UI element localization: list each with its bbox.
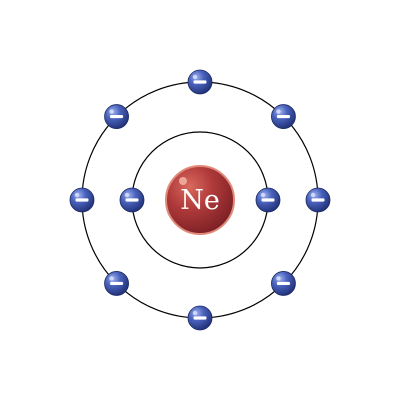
minus-sign-icon bbox=[193, 80, 207, 84]
electron bbox=[187, 69, 213, 95]
nucleus-highlight bbox=[179, 177, 187, 185]
electron-highlight bbox=[109, 109, 114, 114]
electron bbox=[271, 104, 296, 129]
electron bbox=[271, 271, 296, 296]
minus-sign-icon bbox=[75, 198, 89, 202]
electron-highlight bbox=[192, 74, 198, 80]
minus-sign-icon bbox=[276, 114, 290, 119]
electron-highlight bbox=[192, 310, 198, 316]
electron-highlight bbox=[260, 192, 266, 198]
electron-highlight bbox=[124, 192, 130, 198]
electron-highlight bbox=[276, 109, 281, 114]
electron bbox=[104, 271, 129, 296]
electron-highlight bbox=[109, 276, 114, 281]
minus-sign-icon bbox=[193, 316, 207, 320]
element-symbol: Ne bbox=[180, 185, 220, 216]
electron bbox=[119, 187, 145, 213]
minus-sign-icon bbox=[110, 281, 124, 286]
electron bbox=[187, 305, 213, 331]
minus-sign-icon bbox=[261, 198, 275, 202]
minus-sign-icon bbox=[110, 114, 124, 119]
electron bbox=[69, 187, 95, 213]
electron-highlight bbox=[74, 192, 80, 198]
electron bbox=[104, 104, 129, 129]
electron bbox=[255, 187, 281, 213]
electrons bbox=[69, 69, 331, 331]
electron bbox=[305, 187, 331, 213]
electron-highlight bbox=[276, 276, 281, 281]
nucleus: Ne bbox=[165, 165, 235, 235]
minus-sign-icon bbox=[125, 198, 139, 202]
minus-sign-icon bbox=[276, 281, 290, 286]
electron-highlight bbox=[310, 192, 316, 198]
minus-sign-icon bbox=[311, 198, 325, 202]
